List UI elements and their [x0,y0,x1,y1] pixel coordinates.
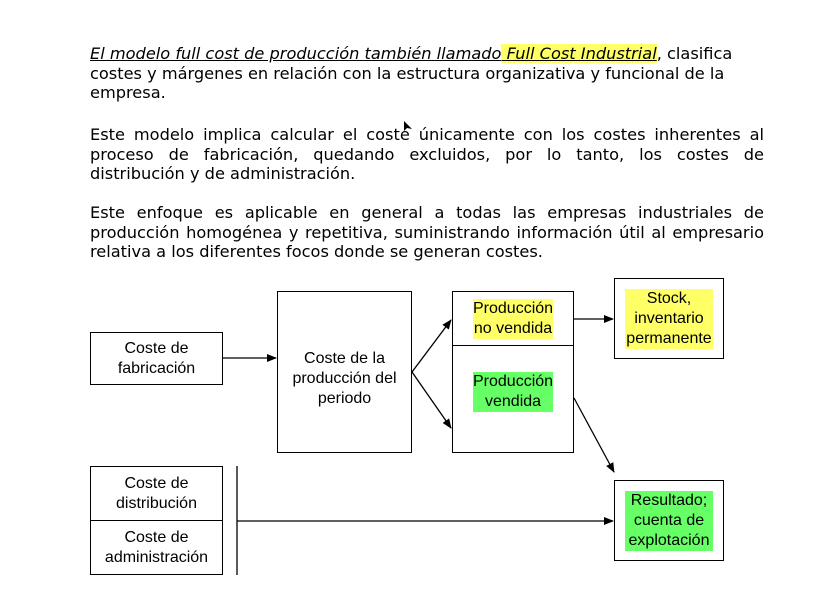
arrow-periodo-to-no-vendida [411,319,452,373]
intro-italic-lead: El modelo full cost de producción tambié… [90,44,502,63]
produccion-no-vendida-label: Producción no vendida [473,298,554,339]
coste-distribucion-label: Coste de distribución [116,474,197,512]
coste-distribucion-box: Coste de distribución [90,466,223,521]
intro-paragraph: El modelo full cost de producción tambié… [90,44,764,103]
stock-box: Stock, inventario permanente [614,278,724,359]
stock-label: Stock, inventario permanente [625,288,713,349]
model-description-paragraph: Este modelo implica calcular el coste ún… [90,125,764,183]
resultado-label: Resultado; cuenta de explotación [625,490,713,551]
coste-administracion-box: Coste de administración [90,520,223,575]
applicability-paragraph: Este enfoque es aplicable en general a t… [90,203,764,261]
coste-fabricacion-box: Coste de fabricación [90,332,223,385]
coste-produccion-periodo-box: Coste de la producción del periodo [277,291,412,453]
coste-administracion-label: Coste de administración [104,528,209,566]
arrow-periodo-to-vendida [411,371,452,429]
produccion-vendida-label: Producción vendida [473,372,554,412]
intro-highlight-term: Full Cost Industrial [501,44,657,63]
arrow-vendida-to-resultado [573,397,615,473]
resultado-box: Resultado; cuenta de explotación [614,480,724,561]
produccion-no-vendida-box: Producción no vendida [452,291,574,346]
coste-produccion-periodo-label: Coste de la producción del periodo [292,350,397,407]
produccion-vendida-box: Producción vendida [452,345,574,453]
coste-fabricacion-label: Coste de fabricación [117,339,196,377]
intro-rest: , clasifica costes y márgenes en relació… [90,44,733,102]
